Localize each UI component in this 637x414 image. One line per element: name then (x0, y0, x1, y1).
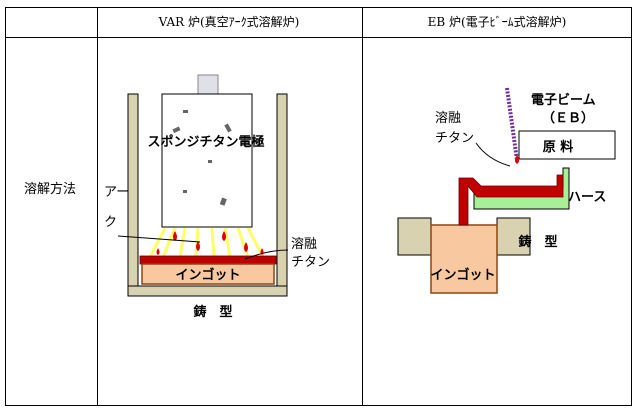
molten-drops (156, 231, 264, 255)
eb-mold-left (397, 217, 432, 256)
table-grid (5, 7, 632, 406)
eb-beam-label-line2: （ＥＢ） (542, 110, 594, 126)
var-molten-pool (139, 255, 277, 265)
eb-melt-drop (515, 155, 519, 164)
eb-ingot (430, 224, 498, 294)
header-var: VAR 炉(真空ｱｰｸ式溶解炉) (158, 14, 300, 29)
var-mold-right-wall (276, 93, 288, 297)
electrode-rod (197, 74, 219, 96)
eb-molten-label-line1: 溶融 (435, 111, 461, 126)
var-ingot-label: インゴット (175, 267, 240, 283)
var-furnace-diagram: スポンジチタン電極 インゴット アー ク 溶融 チタン 鋳 型 (104, 74, 330, 320)
electron-beam (505, 87, 519, 161)
eb-ingot-label: インゴット (430, 267, 495, 283)
arc-rays (148, 227, 265, 258)
raw-material (518, 130, 616, 160)
header-eb: EB 炉(電子ﾋﾞｰﾑ式溶解炉) (428, 14, 567, 29)
var-mold-label: 鋳 型 (193, 304, 232, 320)
var-molten-label-line1: 溶融 (291, 237, 317, 252)
eb-molten-label-line2: チタン (435, 131, 474, 146)
eb-molten-flow (458, 174, 564, 226)
arc-label-line1: アー (104, 185, 129, 200)
electrode-label: スポンジチタン電極 (147, 134, 264, 150)
arc-leader-line (117, 235, 201, 243)
sponge-titanium-electrode (161, 93, 253, 228)
eb-furnace-diagram: インゴット 原 料 電子ビーム （ＥＢ） 溶融 チタン ハース 鋳 型 (397, 87, 616, 294)
arc-label-line2: ク (104, 215, 117, 230)
hearth-label: ハース (568, 190, 606, 205)
var-ingot (141, 263, 275, 285)
eb-mold-right (496, 217, 531, 256)
eb-beam-label-line1: 電子ビーム (531, 92, 596, 108)
var-molten-label-line2: チタン (291, 255, 330, 270)
var-mold-bottom (127, 285, 288, 297)
sponge-particles (172, 110, 232, 206)
var-mold-left-wall (127, 93, 139, 297)
raw-material-label: 原 料 (543, 139, 574, 155)
var-molten-leader-line (244, 249, 289, 260)
eb-molten-leader-line (475, 142, 511, 167)
eb-mold-label: 鋳 型 (518, 234, 557, 250)
row-label-melting-method: 溶解方法 (24, 181, 76, 197)
